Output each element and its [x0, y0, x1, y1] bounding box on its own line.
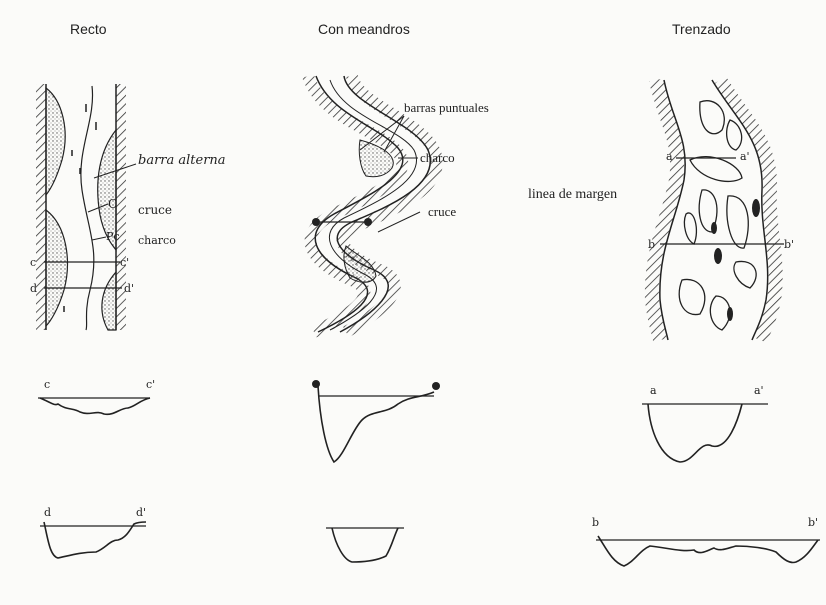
section-label-b-prime: b' — [808, 516, 818, 529]
label-pool: charco — [138, 234, 176, 247]
section-label-d-prime: d' — [136, 506, 146, 519]
title-straight: Recto — [70, 21, 107, 37]
label-alternate-bar: barra alterna — [138, 153, 226, 168]
label-b: b — [648, 238, 655, 251]
section-label-c-prime: c' — [146, 378, 155, 391]
title-braided: Trenzado — [672, 21, 731, 37]
cross-section-a — [642, 404, 768, 462]
label-crossing-mark: C — [108, 197, 117, 211]
section-label-c: c — [44, 378, 50, 391]
meander-section-right-marker — [364, 218, 372, 226]
label-meander-crossing: cruce — [428, 204, 456, 219]
braided-bars — [679, 101, 756, 330]
meander-section-left-marker — [312, 218, 320, 226]
label-a-prime: a' — [740, 150, 750, 163]
cross-section-meander-lower — [326, 528, 404, 562]
braided-left-bank — [652, 80, 677, 340]
braided-channel-plan — [652, 80, 784, 340]
cross-section-c — [38, 398, 150, 414]
label-b-prime: b' — [784, 238, 794, 251]
label-meander-pool: charco — [420, 150, 455, 165]
alternate-bar-bottom — [102, 272, 116, 330]
straight-thalweg — [81, 86, 94, 330]
label-point-bars: barras puntuales — [404, 100, 489, 115]
section-label-b: b — [592, 516, 599, 529]
braided-right-bank — [720, 80, 776, 340]
label-d-prime: d' — [124, 282, 134, 295]
straight-channel-plan — [36, 84, 136, 330]
cross-section-b — [596, 536, 820, 566]
label-crossing: cruce — [138, 203, 172, 217]
label-d: d — [30, 282, 37, 295]
section-label-a: a — [650, 384, 657, 397]
label-c-prime: c' — [120, 256, 129, 269]
label-bank-line: linea de margen — [528, 187, 617, 202]
label-a: a — [666, 150, 673, 163]
straight-left-bank — [36, 84, 46, 330]
title-meander: Con meandros — [318, 21, 410, 37]
label-pool-mark: Pc — [106, 230, 120, 243]
cross-section-meander — [312, 380, 440, 462]
section-label-a-prime: a' — [754, 384, 764, 397]
cross-section-d — [40, 522, 146, 558]
label-c: c — [30, 256, 36, 269]
section-label-d: d — [44, 506, 51, 519]
alternate-bar-upper — [46, 88, 65, 195]
